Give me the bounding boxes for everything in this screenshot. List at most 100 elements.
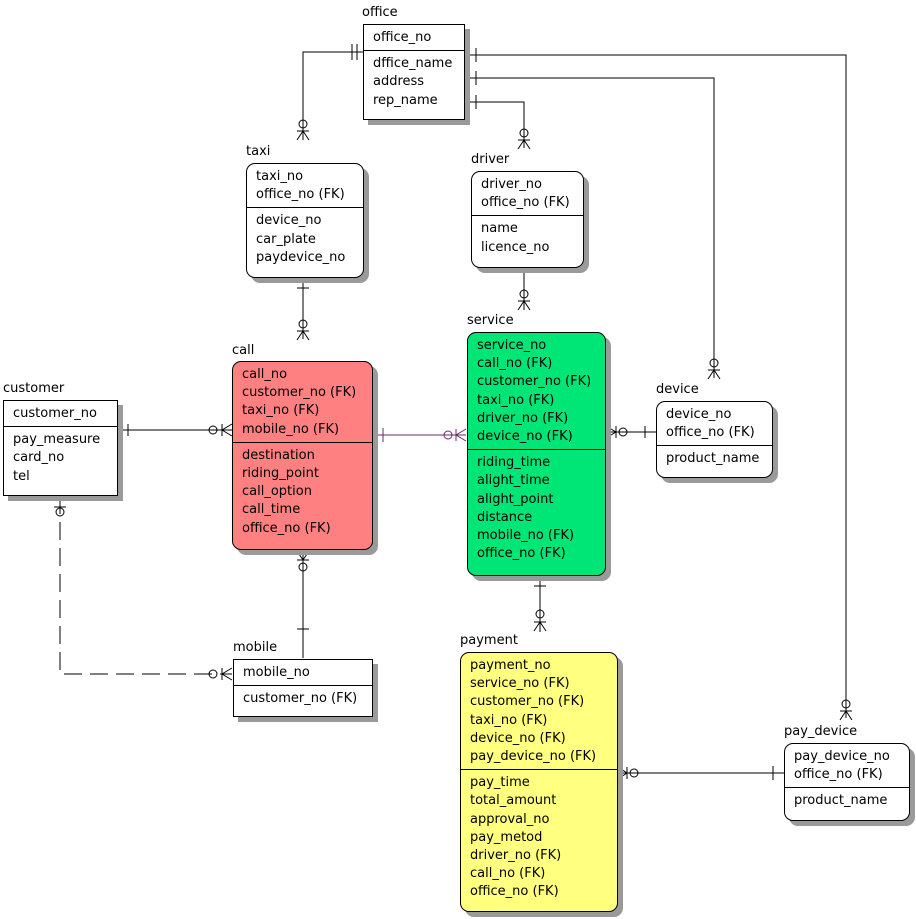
rel-call-service-circle	[443, 430, 453, 440]
device-attr: product_name	[666, 451, 760, 467]
rel-paydevice-payment-circle	[629, 768, 639, 778]
service-attr: mobile_no (FK)	[477, 528, 575, 544]
driver-attr: licence_no	[481, 239, 550, 255]
payment-key-section: payment_no service_no (FK) customer_no (…	[461, 653, 617, 769]
payment-attr: pay_metod	[470, 829, 543, 845]
call-attr-section: destination riding_point call_option cal…	[233, 441, 372, 541]
rel-paydevice-payment-crow	[617, 766, 628, 780]
pay-device-key-attr: office_no (FK)	[794, 767, 883, 783]
rel-mobile-call-circle	[298, 562, 308, 572]
driver-attr: name	[481, 221, 518, 237]
rel-device-service-crow	[605, 425, 617, 439]
customer-attr: card_no	[13, 450, 65, 466]
office-entity[interactable]: office_no dffice_name address rep_name	[363, 24, 465, 120]
rel-office-paydevice-circle	[841, 699, 851, 709]
rel-taxi-call-circle	[298, 319, 308, 329]
payment-attr: call_no (FK)	[470, 866, 546, 882]
rel-customer-mobile-crow	[221, 667, 233, 681]
mobile-key-section: mobile_no	[234, 660, 372, 685]
device-entity[interactable]: device_no office_no (FK) product_name	[656, 401, 773, 478]
call-key-attr: customer_no (FK)	[242, 385, 357, 401]
driver-key-section: driver_no office_no (FK)	[472, 172, 583, 215]
customer-entity[interactable]: customer_no pay_measure card_no tel	[3, 400, 118, 496]
payment-entity[interactable]: payment_no service_no (FK) customer_no (…	[460, 652, 618, 912]
rel-customer-mobile	[59, 496, 232, 675]
rel-office-driver-circle	[519, 128, 529, 138]
rel-office-taxi	[302, 51, 363, 140]
rel-office-paydevice-crow	[839, 710, 853, 721]
taxi-key-attr: taxi_no	[256, 169, 304, 184]
rel-mobile-call-crow	[296, 550, 310, 561]
rel-customer-call-crow	[221, 423, 233, 437]
device-entity-title: device	[656, 382, 699, 397]
office-key-section: office_no	[364, 25, 464, 50]
service-attr: office_no (FK)	[477, 546, 566, 562]
payment-attr: total_amount	[470, 793, 557, 809]
pay-device-key-attr: pay_device_no	[794, 749, 890, 764]
service-key-attr: customer_no (FK)	[477, 374, 592, 390]
taxi-key-section: taxi_no office_no (FK)	[247, 164, 363, 207]
driver-entity[interactable]: driver_no office_no (FK) name licence_no	[471, 171, 584, 268]
mobile-entity[interactable]: mobile_no customer_no (FK)	[233, 659, 373, 717]
taxi-entity-title: taxi	[246, 144, 271, 159]
payment-key-attr: customer_no (FK)	[470, 694, 585, 710]
service-entity-title: service	[467, 313, 514, 328]
call-attr: destination	[242, 447, 315, 463]
service-key-attr: call_no (FK)	[477, 356, 553, 372]
mobile-key-attr: mobile_no	[243, 665, 310, 680]
service-key-attr: driver_no (FK)	[477, 410, 569, 426]
call-key-attr: taxi_no (FK)	[242, 403, 320, 419]
rel-office-taxi-crow	[296, 130, 310, 141]
service-attr: riding_time	[477, 455, 551, 471]
rel-office-device	[465, 77, 715, 378]
driver-entity-title: driver	[471, 152, 510, 167]
pay-device-entity[interactable]: pay_device_no office_no (FK) product_nam…	[784, 743, 910, 821]
service-key-attr: taxi_no (FK)	[477, 392, 555, 408]
driver-attr-section: name licence_no	[472, 215, 583, 259]
payment-key-attr: taxi_no (FK)	[470, 712, 548, 728]
device-key-attr: office_no (FK)	[666, 425, 755, 441]
call-attr: office_no (FK)	[242, 520, 331, 536]
rel-call-service-crow	[455, 428, 467, 442]
office-attr: rep_name	[373, 92, 438, 108]
call-attr: call_time	[242, 502, 301, 518]
payment-key-attr: service_no (FK)	[470, 676, 570, 692]
pay-device-key-section: pay_device_no office_no (FK)	[785, 744, 909, 787]
rel-office-paydevice	[465, 54, 847, 718]
service-attr-section: riding_time alight_time alight_point dis…	[468, 449, 605, 566]
office-attr: dffice_name	[373, 56, 453, 72]
rel-office-device-circle	[709, 358, 719, 368]
payment-attr: driver_no (FK)	[470, 848, 562, 864]
payment-key-attr: payment_no	[470, 658, 551, 673]
pay-device-attr: product_name	[794, 793, 888, 809]
taxi-key-attr: office_no (FK)	[256, 187, 345, 203]
rel-office-driver	[465, 101, 525, 148]
payment-entity-title: payment	[460, 633, 518, 648]
office-entity-title: office	[362, 5, 398, 20]
taxi-attr: paydevice_no	[256, 249, 346, 265]
device-key-attr: device_no	[666, 407, 732, 422]
customer-entity-title: customer	[3, 381, 65, 396]
taxi-entity[interactable]: taxi_no office_no (FK) device_no car_pla…	[246, 163, 364, 278]
rel-driver-service-circle	[519, 289, 529, 299]
rel-office-taxi-circle	[298, 119, 308, 129]
customer-attr-section: pay_measure card_no tel	[4, 426, 117, 489]
rel-service-payment-crow	[533, 621, 547, 632]
rel-office-driver-crow	[517, 139, 531, 150]
service-attr: alight_time	[477, 473, 550, 489]
call-entity[interactable]: call_no customer_no (FK) taxi_no (FK) mo…	[232, 361, 373, 550]
driver-key-attr: office_no (FK)	[481, 195, 570, 211]
office-attr-section: dffice_name address rep_name	[364, 50, 464, 113]
service-key-section: service_no call_no (FK) customer_no (FK)…	[468, 333, 605, 449]
rel-taxi-call-crow	[296, 330, 310, 341]
call-key-attr: call_no	[242, 367, 288, 382]
rel-customer-mobile-circle	[55, 507, 65, 517]
service-entity[interactable]: service_no call_no (FK) customer_no (FK)…	[467, 332, 606, 576]
payment-attr: office_no (FK)	[470, 884, 559, 900]
call-key-attr: mobile_no (FK)	[242, 421, 340, 437]
customer-attr: pay_measure	[13, 432, 101, 448]
device-key-section: device_no office_no (FK)	[657, 402, 772, 445]
rel-service-payment-circle	[535, 609, 545, 619]
